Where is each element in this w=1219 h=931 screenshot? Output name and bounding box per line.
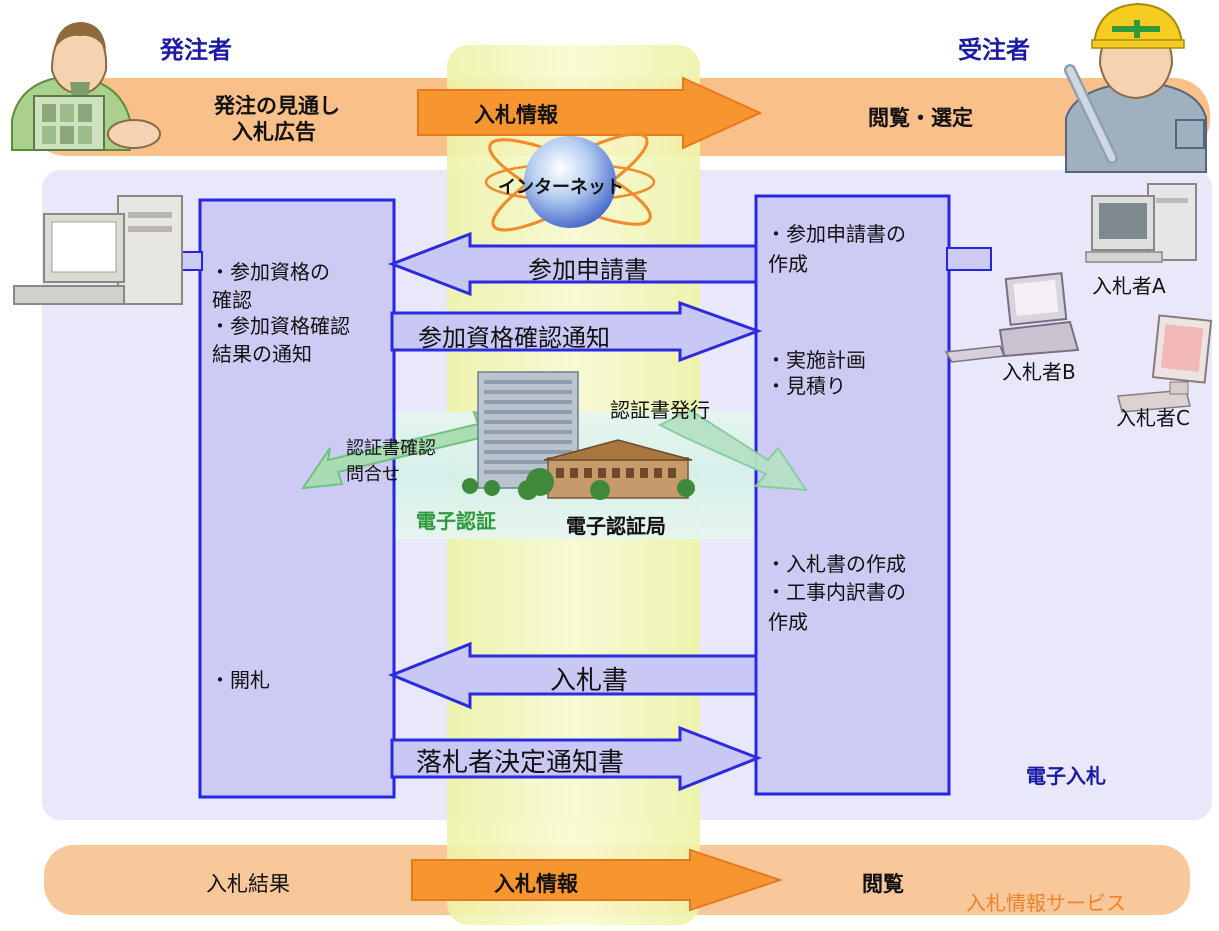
- contractor-column: [754, 194, 951, 796]
- contractor-top-text: 閲覧・選定: [868, 106, 973, 130]
- top-arrow-label: 入札情報: [474, 103, 558, 127]
- bottom-left-text: 入札結果: [206, 872, 290, 896]
- right-item1-line2: 作成: [768, 252, 808, 276]
- right-pc-connector: [946, 247, 992, 271]
- bottom-service-label: 入札情報サービス: [966, 891, 1126, 915]
- qualification-arrow: [390, 300, 763, 363]
- right-item1-line1: ・参加申請書の: [766, 222, 906, 246]
- cert-confirm-line2: 問合せ: [346, 464, 400, 485]
- bidder-a-computer-icon: [1085, 183, 1197, 263]
- application-arrow: [387, 231, 758, 297]
- bottom-info-arrow: [411, 848, 784, 912]
- bid-arrow: [387, 641, 758, 710]
- bottom-right-text: 閲覧: [862, 872, 904, 896]
- right-item3-line1: ・入札書の作成: [766, 552, 906, 576]
- bidder-c-label: 入札者C: [1116, 406, 1190, 430]
- contractor-worker-icon: [1064, 2, 1207, 173]
- cert-issue-label: 認証書発行: [610, 398, 710, 422]
- certificate-authority-building-icon: [462, 371, 695, 500]
- top-info-arrow: [417, 76, 763, 150]
- cert-issue-arrow: [657, 408, 808, 492]
- right-item2-line2: ・見積り: [766, 374, 846, 398]
- internet-label: インターネット: [498, 177, 624, 198]
- cert-authority-label: 電子認証局: [566, 514, 666, 538]
- left-item3: ・開札: [210, 668, 270, 692]
- left-item2-line1: ・参加資格確認: [210, 314, 350, 338]
- bidder-a-label: 入札者A: [1092, 274, 1166, 298]
- orderer-top-line1: 発注の見通し: [214, 94, 340, 118]
- winner-arrow-label: 落札者決定通知書: [416, 748, 625, 778]
- contractor-title: 受注者: [958, 36, 1030, 64]
- internet-globe-icon: [484, 132, 656, 232]
- right-item2-line1: ・実施計画: [766, 348, 866, 372]
- winner-arrow: [390, 725, 763, 792]
- bid-arrow-label: 入札書: [550, 666, 629, 696]
- orderer-top-line2: 入札広告: [232, 120, 316, 144]
- right-item3-line2: ・工事内訳書の: [766, 580, 906, 604]
- bidder-b-label: 入札者B: [1002, 360, 1076, 384]
- left-item1-line1: ・参加資格の: [210, 260, 330, 284]
- orderer-person-icon: [11, 22, 161, 151]
- bidder-c-computer-icon: [1117, 314, 1213, 413]
- cert-label: 電子認証: [416, 509, 496, 533]
- left-item2-line2: 結果の通知: [212, 342, 312, 366]
- cert-confirm-line1: 認証書確認: [346, 438, 436, 459]
- orderer-title: 発注者: [160, 36, 232, 64]
- right-item3-line3: 作成: [768, 610, 808, 634]
- qualification-arrow-label: 参加資格確認通知: [418, 324, 610, 352]
- bidder-b-computer-icon: [944, 272, 1080, 363]
- left-item1-line2: 確認: [212, 288, 252, 312]
- orderer-computer-icon: [13, 195, 183, 305]
- orderer-column: [198, 198, 396, 799]
- application-arrow-label: 参加申請書: [528, 256, 648, 284]
- bottom-arrow-label: 入札情報: [494, 872, 578, 896]
- system-label: 電子入札: [1026, 764, 1106, 788]
